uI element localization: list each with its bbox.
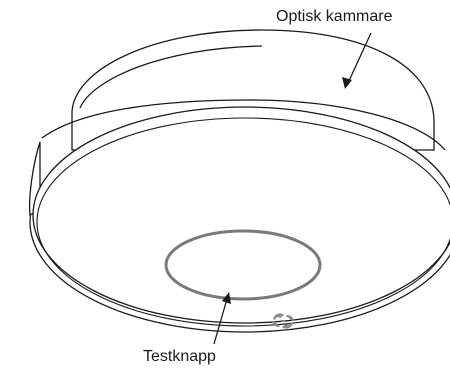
chamber-callout: Optisk kammare (276, 8, 393, 89)
base-top-face (32, 106, 450, 324)
chamber-arrowhead (342, 77, 352, 89)
test-button[interactable] (164, 229, 322, 301)
button-label: Testknapp (143, 348, 216, 365)
base-inner-ring (36, 117, 450, 327)
chamber-inner-edge (79, 45, 263, 109)
button-arrowhead (222, 292, 231, 304)
chamber-leader-line (347, 32, 372, 84)
button-callout: Testknapp (143, 292, 231, 365)
button-leader-line (213, 298, 228, 345)
swirl-logo-icon (272, 313, 294, 329)
base-top-edge (41, 99, 446, 151)
chamber-label: Optisk kammare (276, 8, 393, 25)
detector-base (28, 99, 450, 333)
